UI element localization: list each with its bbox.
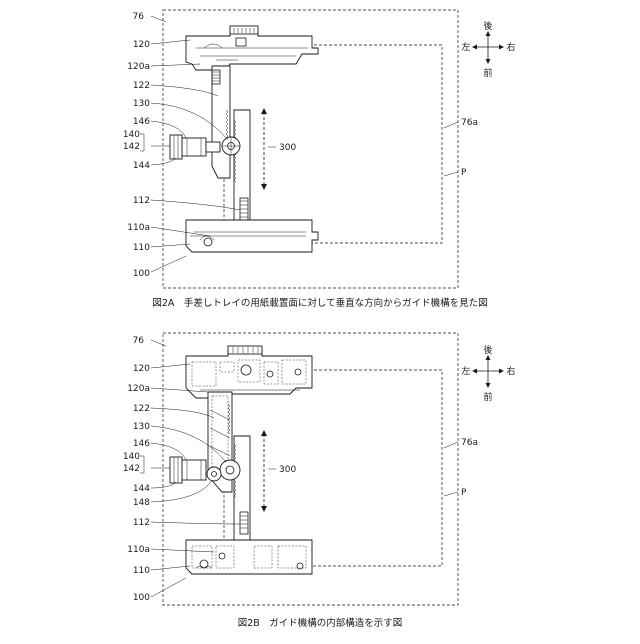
- pinion-gear: [222, 137, 240, 155]
- sheet-outline: [224, 370, 442, 566]
- label-120: 120: [133, 364, 150, 374]
- label-146: 146: [133, 439, 150, 449]
- compass-left-label: 左: [461, 365, 470, 377]
- label-300: 300: [279, 143, 296, 153]
- compass: 後 前 左 右: [461, 20, 515, 79]
- label-76a: 76a: [461, 118, 478, 128]
- caption-2b: 図2B ガイド機構の内部構造を示す図: [238, 617, 403, 629]
- label-144: 144: [133, 161, 150, 171]
- label-142: 142: [123, 464, 140, 474]
- label-142: 142: [123, 142, 140, 152]
- label-110: 110: [133, 243, 150, 253]
- damper: [170, 457, 206, 483]
- label-112: 112: [133, 518, 150, 528]
- compass-right-label: 右: [506, 41, 515, 53]
- label-100: 100: [133, 269, 150, 279]
- bracket-140: [140, 456, 144, 473]
- lower-rack-arm-cutaway: [234, 436, 250, 540]
- label-120a: 120a: [127, 62, 150, 72]
- label-110a: 110a: [127, 545, 150, 555]
- label-140: 140: [123, 130, 140, 140]
- label-76a: 76a: [461, 438, 478, 448]
- lower-guide-cutaway: [186, 540, 312, 574]
- figure-2a: 後 前 左 右: [123, 10, 516, 309]
- caption-2a: 図2A 手差しトレイの用紙載置面に対して垂直な方向からガイド機構を見た図: [152, 297, 487, 309]
- label-100: 100: [133, 593, 150, 603]
- label-144: 144: [133, 484, 150, 494]
- label-140: 140: [123, 452, 140, 462]
- compass-left-label: 左: [461, 41, 470, 53]
- label-76: 76: [133, 12, 145, 22]
- compass-back-label: 後: [483, 20, 492, 32]
- bracket-140: [140, 134, 144, 151]
- label-76: 76: [133, 336, 145, 346]
- compass: 後 前 左 右: [461, 344, 515, 403]
- upper-guide: [186, 26, 318, 70]
- label-110a: 110a: [127, 223, 150, 233]
- label-112: 112: [133, 196, 150, 206]
- range-arrow: [261, 430, 267, 512]
- lower-guide: [186, 220, 318, 252]
- range-arrow: [261, 108, 267, 190]
- label-146: 146: [133, 117, 150, 127]
- compass-right-label: 右: [506, 365, 515, 377]
- label-120: 120: [133, 40, 150, 50]
- upper-guide-cutaway: [186, 346, 312, 398]
- label-122: 122: [133, 81, 150, 91]
- label-110: 110: [133, 566, 150, 576]
- label-P: P: [461, 168, 467, 178]
- figure-2b: 後 前 左 右: [123, 333, 516, 629]
- sheet-outline: [224, 45, 442, 243]
- upper-rack-arm: [212, 66, 230, 178]
- compass-front-label: 前: [483, 391, 492, 403]
- compass-front-label: 前: [483, 67, 492, 79]
- label-P: P: [461, 488, 467, 498]
- label-148: 148: [133, 498, 150, 508]
- label-300: 300: [279, 465, 296, 475]
- compass-back-label: 後: [483, 344, 492, 356]
- lower-rack-arm: [234, 110, 250, 224]
- label-122: 122: [133, 404, 150, 414]
- label-130: 130: [133, 422, 150, 432]
- label-120a: 120a: [127, 384, 150, 394]
- label-130: 130: [133, 99, 150, 109]
